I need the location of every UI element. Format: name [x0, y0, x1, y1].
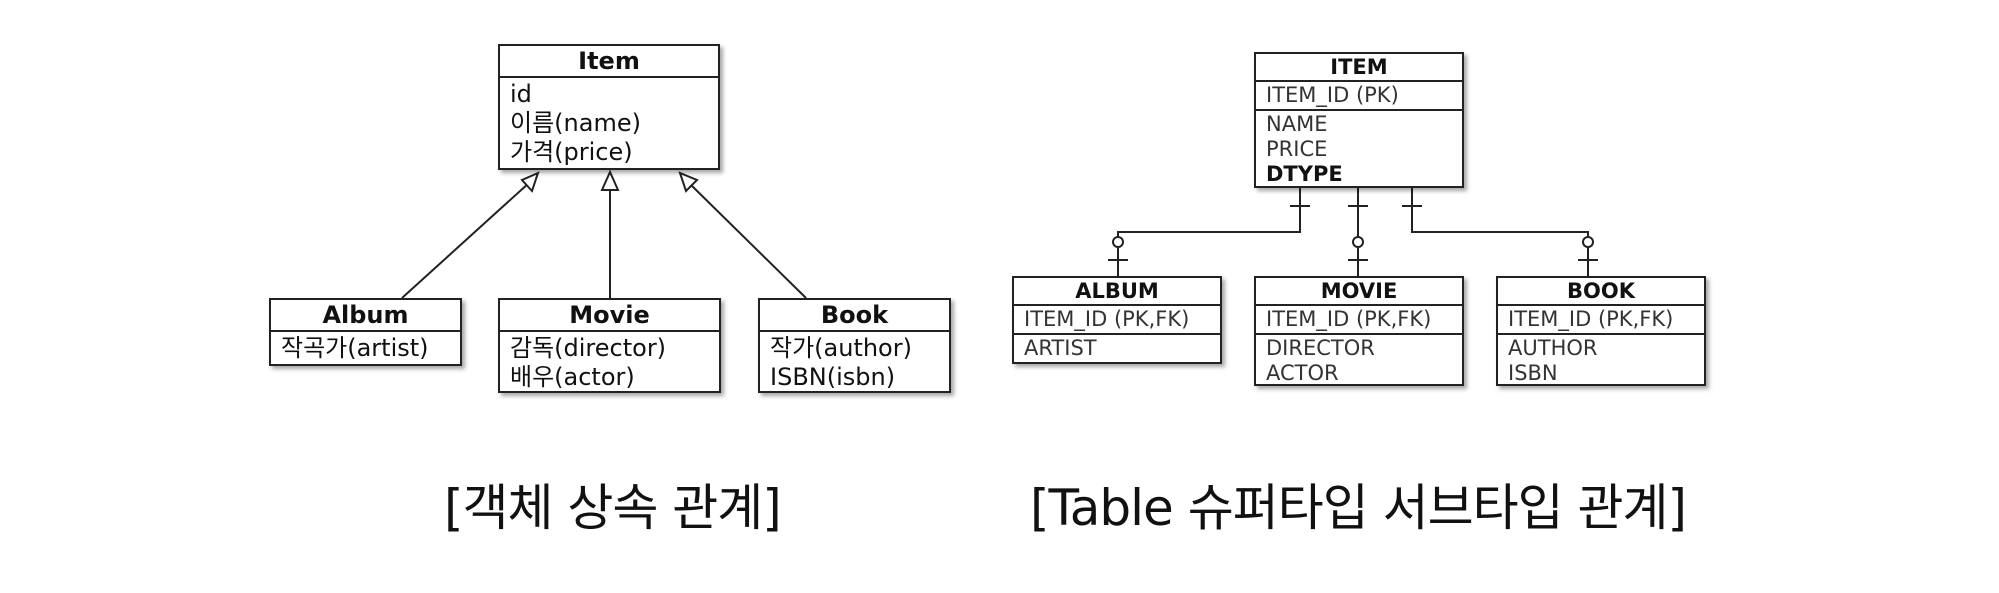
class-title: Movie: [500, 300, 719, 332]
class-field: ISBN(isbn): [770, 363, 896, 391]
class-title: Item: [500, 46, 718, 78]
class-field: 작가(author): [770, 334, 912, 362]
table-pk: ITEM_ID (PK,FK): [1024, 307, 1190, 331]
class-title: Album: [271, 300, 460, 332]
class-movie: Movie 감독(director) 배우(actor): [498, 298, 721, 393]
book-inherit-line: [689, 183, 807, 299]
table-title: BOOK: [1498, 278, 1704, 306]
table-column: DTYPE: [1266, 162, 1343, 186]
album-inherit-arrow: [520, 171, 540, 193]
class-item: Item id 이름(name) 가격(price): [498, 44, 720, 170]
album-inherit-line: [401, 181, 531, 299]
object-caption: [객체 상속 관계]: [444, 479, 782, 537]
class-field: 이름(name): [510, 109, 641, 137]
table-item: ITEM ITEM_ID (PK) NAME PRICE DTYPE: [1254, 52, 1464, 188]
table-album: ALBUM ITEM_ID (PK,FK) ARTIST: [1012, 276, 1222, 364]
table-column: DIRECTOR: [1266, 336, 1375, 360]
movie-inherit-arrow: [600, 169, 620, 191]
class-field: 감독(director): [510, 334, 667, 362]
table-column: NAME: [1266, 112, 1328, 136]
table-pk: ITEM_ID (PK,FK): [1266, 307, 1432, 331]
table-title: ALBUM: [1014, 278, 1220, 306]
table-column: ACTOR: [1266, 361, 1339, 385]
table-pk: ITEM_ID (PK): [1266, 83, 1399, 107]
table-book: BOOK ITEM_ID (PK,FK) AUTHOR ISBN: [1496, 276, 1706, 386]
class-field: 배우(actor): [510, 363, 635, 391]
table-title: MOVIE: [1256, 278, 1462, 306]
table-column: PRICE: [1266, 137, 1328, 161]
class-field: 가격(price): [510, 138, 633, 166]
table-column: ARTIST: [1024, 336, 1097, 360]
class-album: Album 작곡가(artist): [269, 298, 462, 366]
table-caption: [Table 슈퍼타입 서브타입 관계]: [1030, 479, 1687, 537]
book-inherit-arrow: [678, 171, 699, 193]
class-field: id: [510, 80, 532, 108]
class-field: 작곡가(artist): [281, 334, 429, 362]
table-pk: ITEM_ID (PK,FK): [1508, 307, 1674, 331]
table-movie: MOVIE ITEM_ID (PK,FK) DIRECTOR ACTOR: [1254, 276, 1464, 386]
album-relation-line: [1117, 188, 1301, 276]
class-book: Book 작가(author) ISBN(isbn): [758, 298, 951, 393]
class-title: Book: [760, 300, 949, 332]
book-relation-line: [1411, 188, 1589, 276]
table-column: ISBN: [1508, 361, 1558, 385]
table-title: ITEM: [1256, 54, 1462, 82]
table-column: AUTHOR: [1508, 336, 1598, 360]
